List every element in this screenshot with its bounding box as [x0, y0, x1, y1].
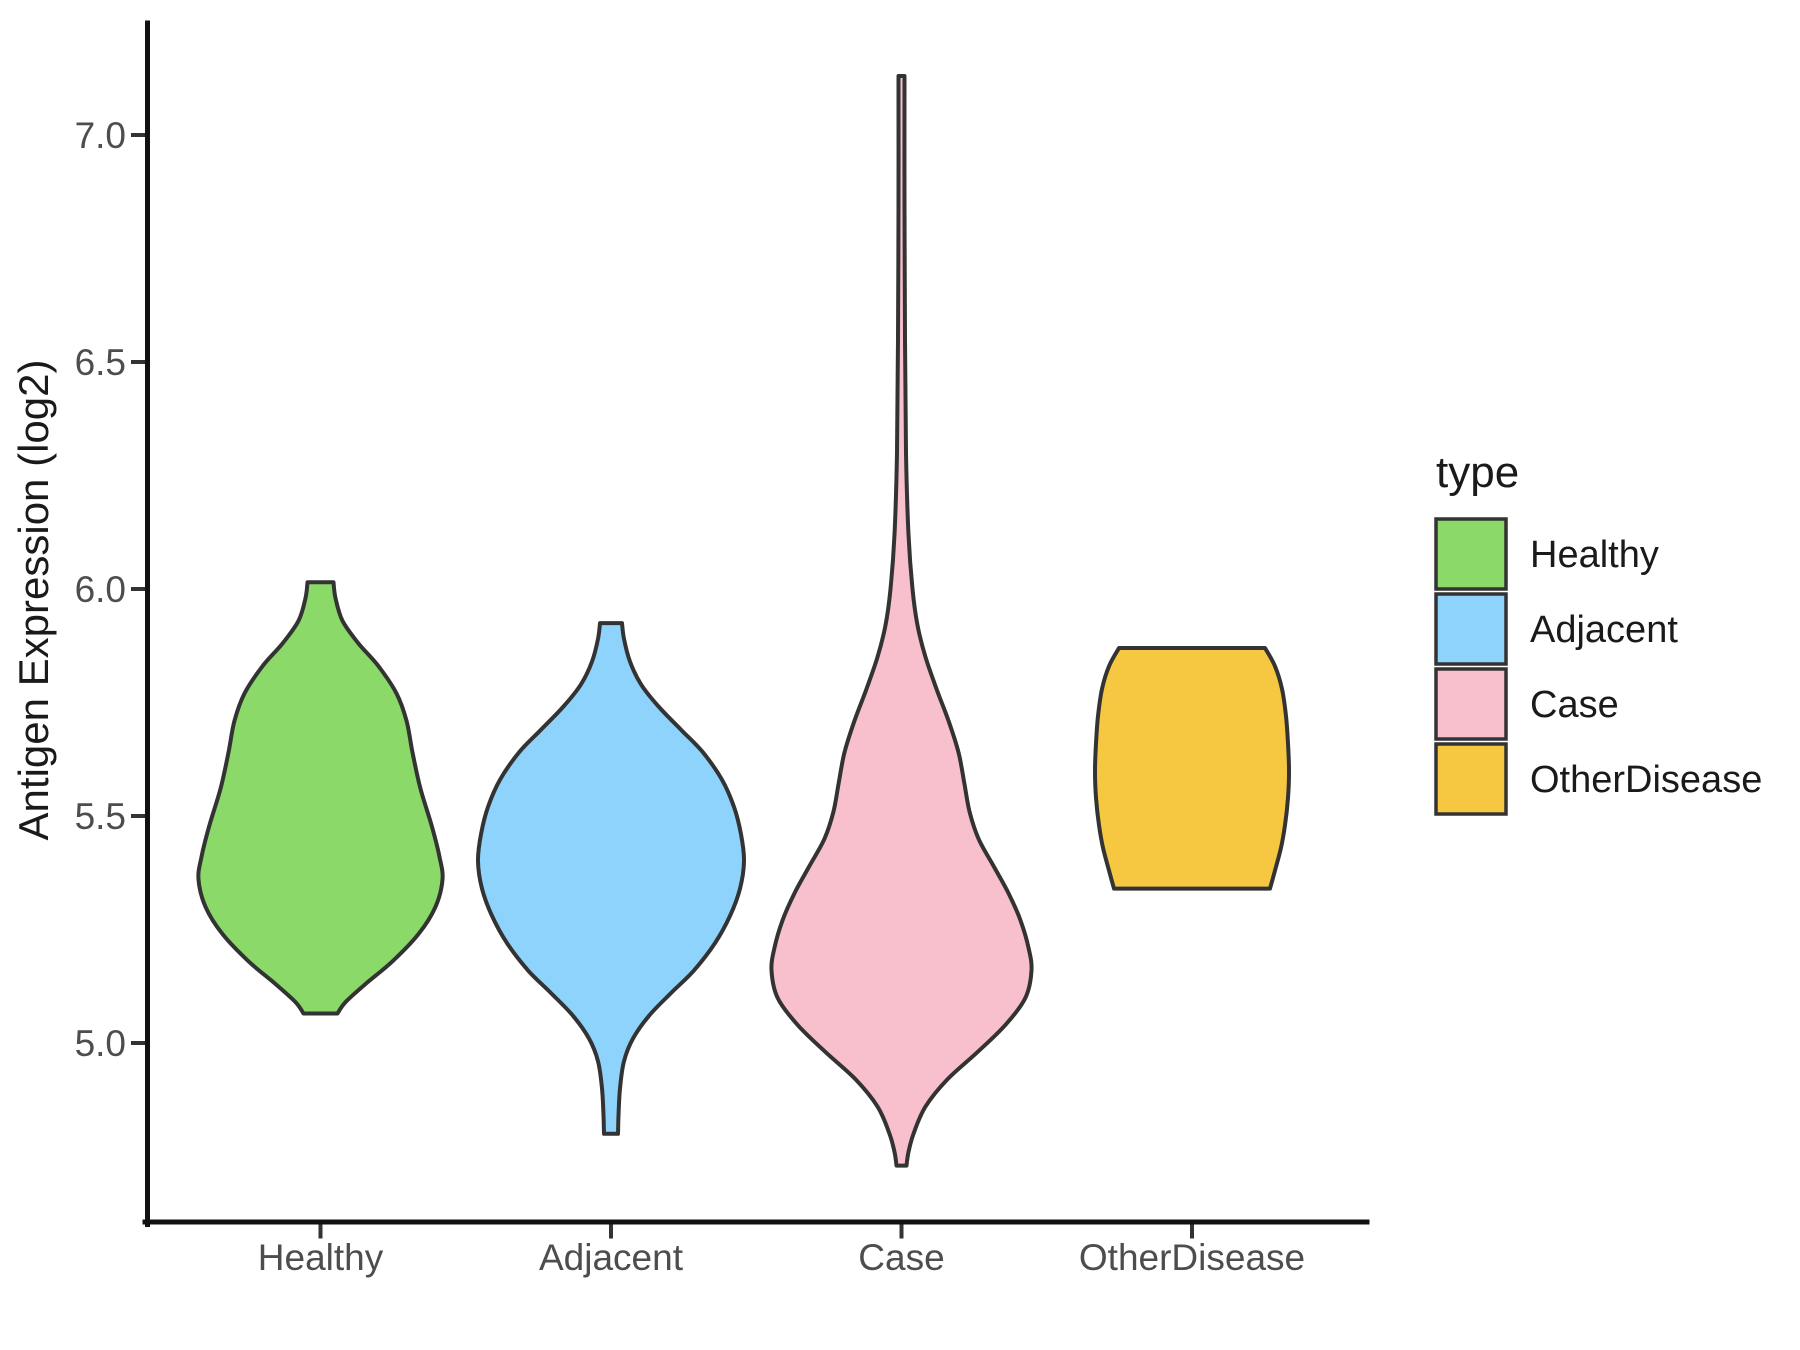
legend-key-otherdisease [1434, 742, 1508, 816]
legend-label-healthy: Healthy [1530, 534, 1659, 576]
legend-key-case [1434, 667, 1508, 741]
violin-otherdisease [1093, 646, 1291, 891]
violins-group [196, 74, 1291, 1168]
legend-label-case: Case [1530, 684, 1619, 726]
x-tick-label-case: Case [858, 1237, 944, 1278]
violin-adjacent [475, 621, 747, 1136]
x-tick-label-otherdisease: OtherDisease [1079, 1237, 1305, 1278]
x-tick-label-healthy: Healthy [258, 1237, 384, 1278]
x-axis-ticks-group: Healthy Adjacent Case OtherDisease [258, 1224, 1305, 1278]
legend-key-healthy [1434, 517, 1508, 591]
y-tick-label: 5.0 [75, 1023, 126, 1064]
y-tick-label: 6.5 [75, 342, 126, 383]
legend-key-adjacent [1434, 592, 1508, 666]
violin-case [769, 74, 1034, 1168]
y-axis-title: Antigen Expression (log2) [10, 360, 57, 841]
x-tick-label-adjacent: Adjacent [539, 1237, 684, 1278]
y-axis-ticks-group: 5.0 5.5 6.0 6.5 7.0 [75, 115, 145, 1064]
legend-title: type [1436, 448, 1519, 497]
legend-label-otherdisease: OtherDisease [1530, 759, 1762, 801]
y-tick-label: 5.5 [75, 796, 126, 837]
violin-healthy [196, 580, 445, 1016]
y-tick-label: 7.0 [75, 115, 126, 156]
y-tick-label: 6.0 [75, 569, 126, 610]
legend-label-adjacent: Adjacent [1530, 609, 1678, 651]
